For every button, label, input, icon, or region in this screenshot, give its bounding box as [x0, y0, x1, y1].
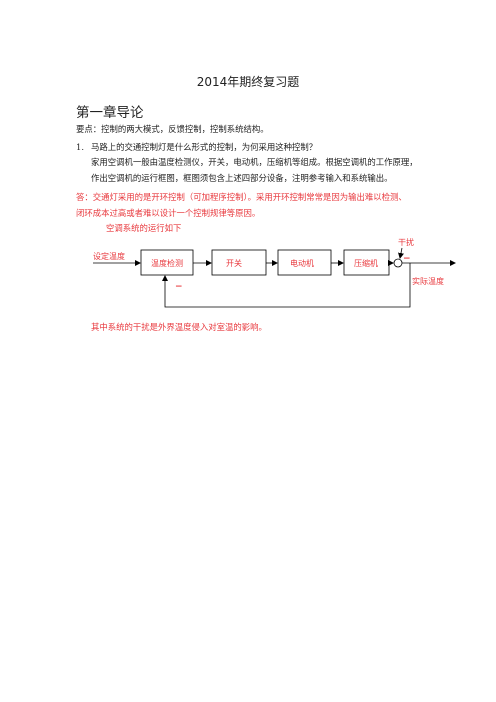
output-label: 实际温度	[412, 276, 444, 286]
input-label: 设定温度	[93, 251, 125, 261]
question-text: 马路上的交通控制灯是什么形式的控制，为何采用这种控制？	[91, 142, 318, 152]
closing-note: 其中系统的干扰是外界温度侵入对室温的影响。	[91, 322, 267, 332]
disturbance-arrow	[398, 247, 404, 259]
question-number: 1.	[76, 142, 84, 152]
chapter-heading: 第一章导论	[76, 105, 144, 121]
feedback-path	[162, 263, 411, 308]
question-line-3: 作出空调机的运行框图，框图须包含上述四部分设备，注明参考输入和系统输出。	[91, 173, 393, 183]
disturbance-sign: −	[403, 254, 411, 264]
answer-line-1: 答：交通灯采用的是开环控制（可加程序控制）。采用开环控制常常是因为输出难以检测、	[76, 192, 407, 202]
switch-block	[211, 249, 267, 276]
diagram-caption: 空调系统的运行如下	[106, 223, 182, 233]
summing-junction	[393, 258, 403, 268]
disturbance-label: 干扰	[398, 237, 414, 247]
compressor-label: 压缩机	[354, 258, 378, 268]
switch-label: 开关	[226, 258, 242, 268]
answer-line-2: 闭环成本过高或者难以设计一个控制规律等原因。	[76, 208, 261, 218]
motor-label: 电动机	[290, 258, 314, 268]
temperature-sensor-label: 温度检测	[151, 258, 183, 268]
motor-block	[277, 249, 332, 276]
feedback-sign: −	[175, 282, 183, 292]
key-points: 要点：控制的两大模式，反馈控制，控制系统结构。	[76, 124, 269, 134]
page-title: 2014年期终复习题	[196, 75, 300, 89]
question-line-2: 家用空调机一般由温度检测仪，开关，电动机，压缩机等组成。根据空调机的工作原理，	[91, 157, 418, 167]
